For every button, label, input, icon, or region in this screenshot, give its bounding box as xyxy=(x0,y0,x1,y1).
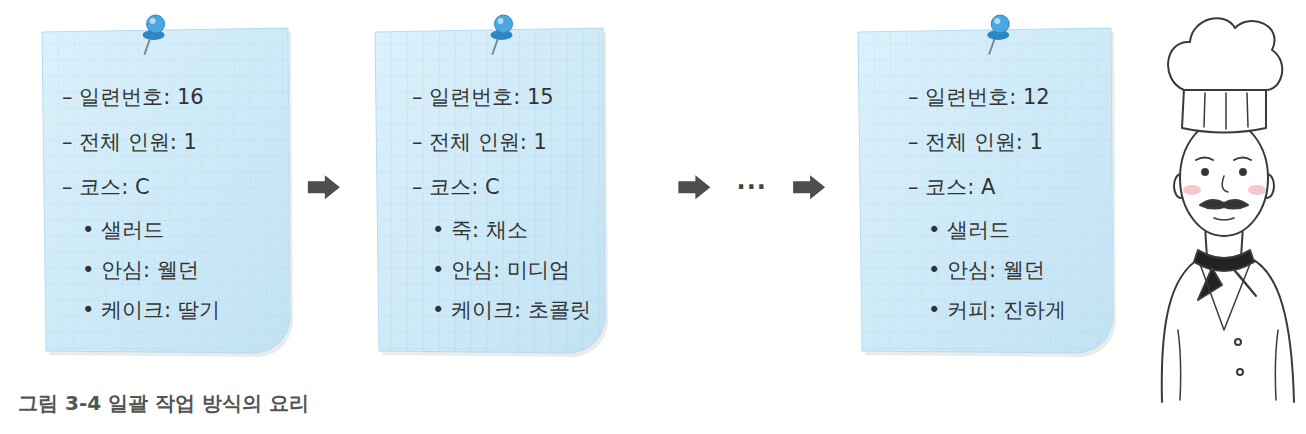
chef-eyebrows xyxy=(1196,158,1251,161)
order-note: – 일련번호: 15– 전체 인원: 1– 코스: C• 죽: 채소• 안심: … xyxy=(375,28,605,353)
chef-nose xyxy=(1222,176,1228,192)
note-line: – 전체 인원: 1 xyxy=(62,120,197,165)
push-pin xyxy=(491,15,513,54)
pin-highlight xyxy=(150,18,156,24)
note-line: • 안심: 웰던 xyxy=(928,250,1045,290)
order-note: – 일련번호: 16– 전체 인원: 1– 코스: C• 샐러드• 안심: 웰던… xyxy=(42,28,290,353)
note-line: – 일련번호: 16 xyxy=(62,75,204,120)
note-line: – 코스: C xyxy=(412,165,500,210)
note-line: • 죽: 채소 xyxy=(432,210,528,250)
block-arrow xyxy=(678,175,710,199)
note-line: • 샐러드 xyxy=(928,210,1010,250)
note-line: – 코스: A xyxy=(908,165,995,210)
chef-button xyxy=(1235,339,1241,345)
block-arrow xyxy=(308,175,340,199)
paper-grid xyxy=(858,28,1113,353)
paper-grid xyxy=(375,28,605,353)
note-line: • 케이크: 딸기 xyxy=(82,290,220,330)
pin-head xyxy=(147,15,165,33)
ellipsis-label: ··· xyxy=(735,173,769,201)
chef-mouth xyxy=(1214,218,1234,220)
note-line: • 안심: 미디엄 xyxy=(432,250,570,290)
paper-sheet xyxy=(375,28,605,353)
pin-highlight xyxy=(994,18,1000,24)
pin-highlight xyxy=(498,18,504,24)
push-pin xyxy=(143,15,165,54)
chef-blush xyxy=(1248,185,1266,195)
pin-head xyxy=(991,15,1009,33)
note-line: – 코스: C xyxy=(62,165,150,210)
pin-head xyxy=(495,15,513,33)
chef-hat-band xyxy=(1182,88,1266,133)
block-arrow xyxy=(793,175,825,199)
chef-illustration xyxy=(1162,18,1294,402)
chef-hat-puff xyxy=(1168,18,1282,90)
chef-eye xyxy=(1202,169,1208,175)
note-line: – 일련번호: 15 xyxy=(412,75,554,120)
chef-eye xyxy=(1240,169,1246,175)
chef-blush xyxy=(1183,185,1201,195)
chef-lapel xyxy=(1200,264,1250,330)
paper-sheet xyxy=(858,28,1113,353)
chef-mustache xyxy=(1200,200,1248,209)
chef-face xyxy=(1180,120,1268,236)
note-line: • 케이크: 초콜릿 xyxy=(432,290,591,330)
paper-sheet xyxy=(42,28,290,353)
paper-grid xyxy=(42,28,290,353)
chef-jacket-crease xyxy=(1178,330,1278,400)
figure-caption: 그림 3-4 일괄 작업 방식의 요리 xyxy=(18,390,309,417)
note-line: – 일련번호: 12 xyxy=(908,75,1050,120)
push-pin xyxy=(987,15,1009,54)
chef-button xyxy=(1237,369,1243,375)
flow-arrow xyxy=(308,175,340,199)
order-note: – 일련번호: 12– 전체 인원: 1– 코스: A• 샐러드• 안심: 웰던… xyxy=(858,28,1113,353)
note-line: – 전체 인원: 1 xyxy=(908,120,1043,165)
note-line: • 안심: 웰던 xyxy=(82,250,199,290)
note-line: • 커피: 진하게 xyxy=(928,290,1066,330)
note-line: – 전체 인원: 1 xyxy=(412,120,547,165)
chef-jacket xyxy=(1162,258,1294,402)
chef-hat-pleats xyxy=(1204,93,1248,129)
note-line: • 샐러드 xyxy=(82,210,164,250)
chef-neckerchief xyxy=(1194,250,1254,271)
